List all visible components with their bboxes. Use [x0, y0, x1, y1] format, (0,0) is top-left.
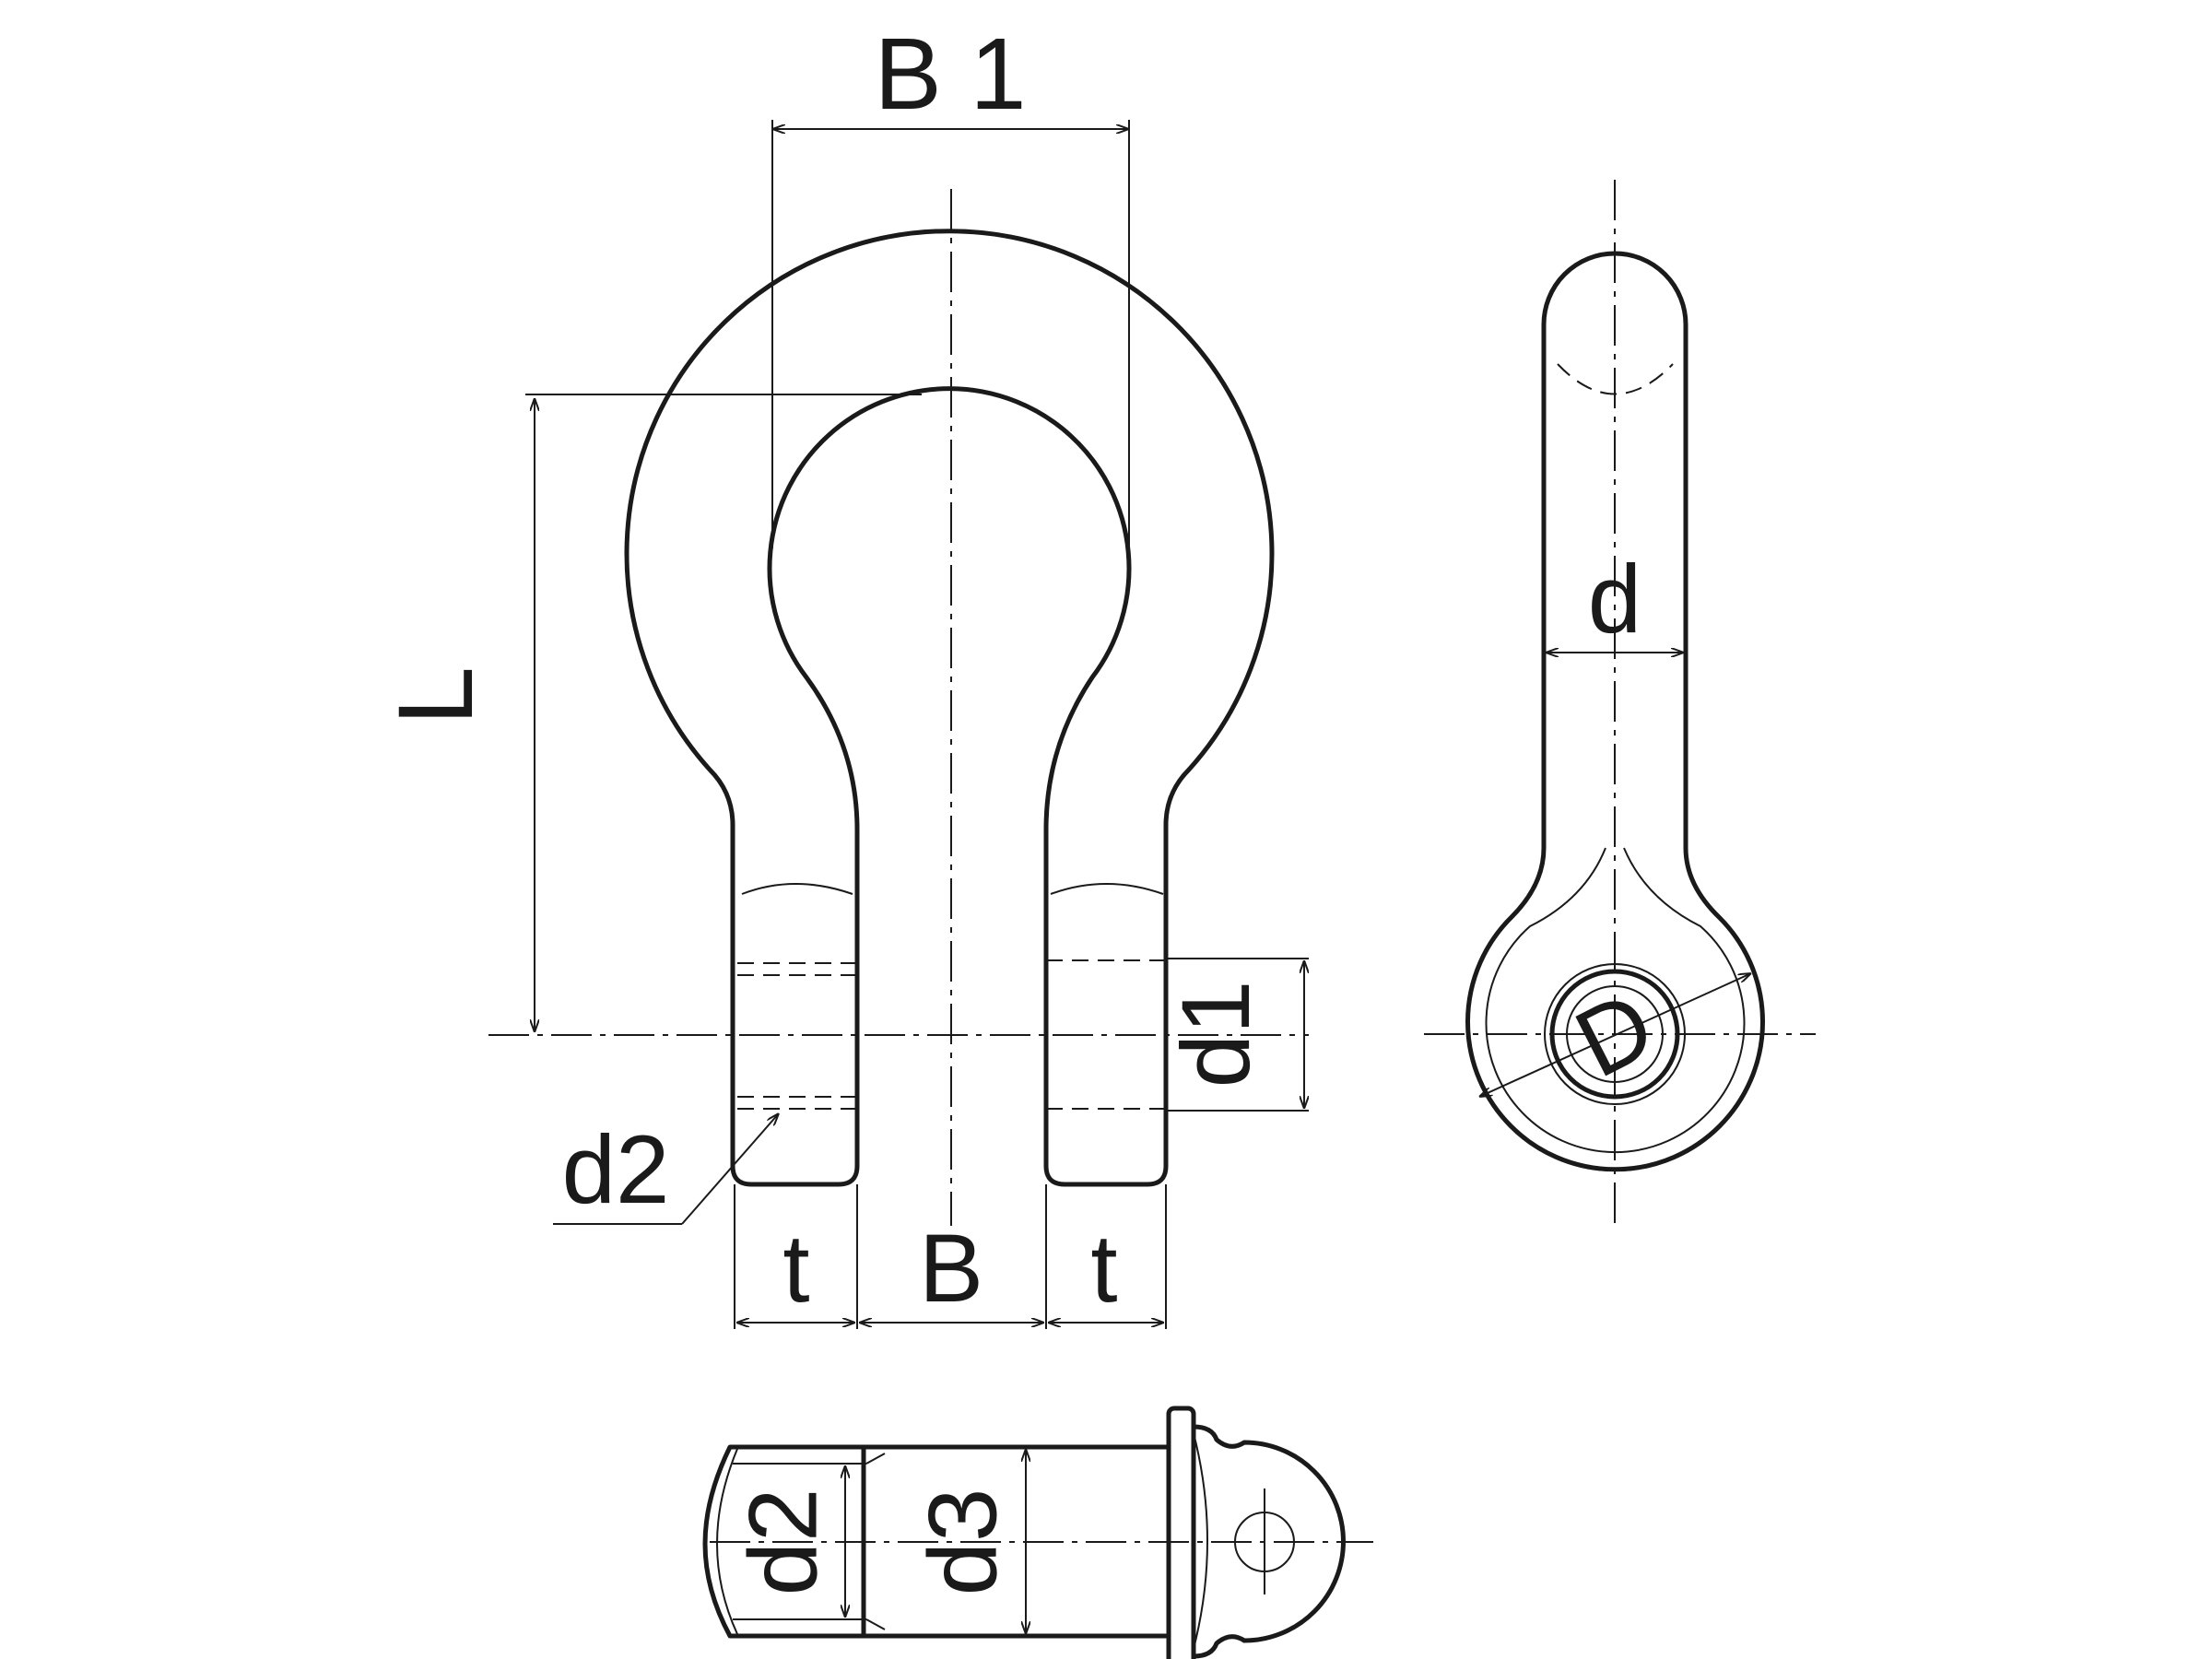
l-label: L — [377, 666, 495, 725]
pin-shaft — [702, 1444, 1171, 1639]
side-view: d D — [1424, 180, 1816, 1230]
front-view: B 1 L d1 d2 t B t — [377, 18, 1309, 1329]
pin-d3-label: d3 — [910, 1488, 1018, 1596]
d1-label: d1 — [1162, 981, 1270, 1088]
pin-head — [1166, 1406, 1196, 1659]
shackle-body-outline — [624, 229, 1275, 1187]
pin-view: d2 d3 — [702, 1406, 1373, 1659]
pin-d2-label: d2 — [730, 1488, 838, 1596]
D-label: D — [1559, 971, 1671, 1099]
d-label: d — [1588, 546, 1641, 653]
b-label: B — [919, 1215, 983, 1323]
d2-label: d2 — [562, 1116, 670, 1224]
t-left-label: t — [782, 1215, 809, 1323]
t-right-label: t — [1090, 1215, 1117, 1323]
side-outline — [1465, 251, 1765, 1172]
b1-label: B 1 — [874, 18, 1026, 131]
